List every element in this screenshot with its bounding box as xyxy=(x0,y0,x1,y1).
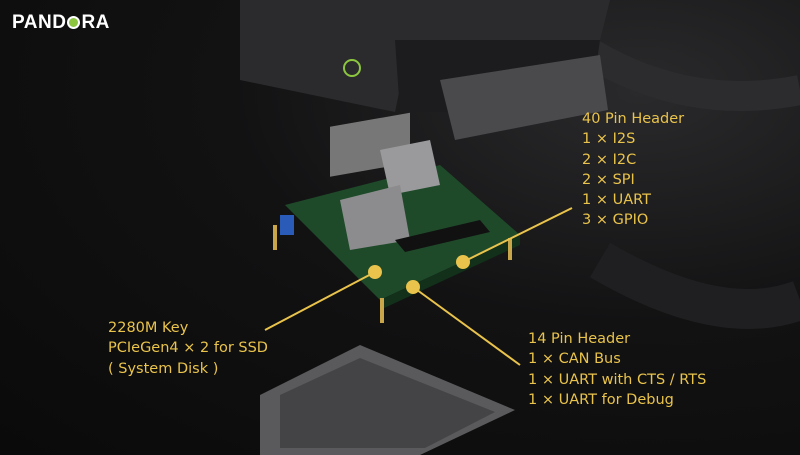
logo-text: RA xyxy=(81,12,110,33)
callout-line: 2 × I2C xyxy=(582,151,637,168)
callout-40-pin-header: 40 Pin Header 1 × I2S 2 × I2C 2 × SPI 1 … xyxy=(582,109,684,231)
pin14-marker xyxy=(406,280,420,294)
bg-swirl xyxy=(589,242,800,329)
m2-marker xyxy=(368,265,382,279)
power-led-icon xyxy=(343,59,361,77)
callout-leaders xyxy=(264,207,573,366)
callout-line: 1 × UART with CTS / RTS xyxy=(528,371,707,388)
mainboard xyxy=(273,112,520,323)
callout-m2-slot: 2280M Key PCIeGen4 × 2 for SSD ( System … xyxy=(108,318,268,379)
callout-title: 40 Pin Header xyxy=(582,111,685,127)
pandora-logo: PAND RA xyxy=(12,12,110,34)
callout-line: PCIeGen4 × 2 for SSD xyxy=(108,340,268,357)
callout-line: 1 × CAN Bus xyxy=(528,351,621,368)
callout-line: ( System Disk ) xyxy=(108,360,219,377)
callout-line: 1 × UART for Debug xyxy=(528,391,674,408)
logo-text: PAND xyxy=(12,12,67,33)
bottom-case xyxy=(260,345,515,455)
top-case xyxy=(240,0,610,140)
callout-14-pin-header: 14 Pin Header 1 × CAN Bus 1 × UART with … xyxy=(528,329,706,410)
logo-dot-icon xyxy=(67,16,81,29)
callout-line: 2 × SPI xyxy=(582,171,635,188)
callout-line: 3 × GPIO xyxy=(582,212,649,229)
callout-line: 1 × UART xyxy=(582,192,652,209)
callout-title: 2280M Key xyxy=(108,320,189,336)
pin40-marker xyxy=(456,255,470,269)
callout-title: 14 Pin Header xyxy=(528,331,631,347)
callout-line: 1 × I2S xyxy=(582,131,636,148)
